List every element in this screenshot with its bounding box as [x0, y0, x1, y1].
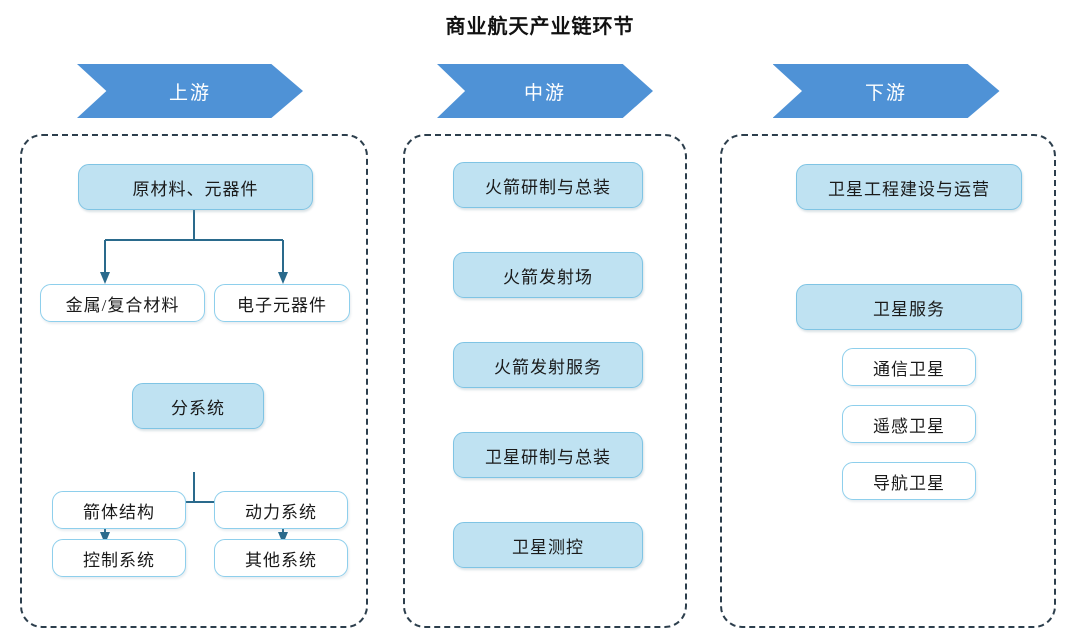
node-satellite-tt-and-c[interactable]: 卫星测控	[453, 522, 643, 568]
banner-downstream: 下游	[772, 64, 1000, 118]
node-electronic-component[interactable]: 电子元器件	[214, 284, 350, 322]
node-raw-materials[interactable]: 原材料、元器件	[78, 164, 313, 210]
node-power-system[interactable]: 动力系统	[214, 491, 348, 529]
panel-downstream: 卫星工程建设与运营 卫星服务 通信卫星 遥感卫星 导航卫星	[720, 134, 1056, 628]
node-other-system[interactable]: 其他系统	[214, 539, 348, 577]
node-rocket-structure[interactable]: 箭体结构	[52, 491, 186, 529]
column-midstream: 中游 火箭研制与总装 火箭发射场 火箭发射服务 卫星研制与总装 卫星测控	[395, 64, 695, 628]
node-control-system[interactable]: 控制系统	[52, 539, 186, 577]
node-rocket-launch-service[interactable]: 火箭发射服务	[453, 342, 643, 388]
node-rocket-launch-site[interactable]: 火箭发射场	[453, 252, 643, 298]
column-downstream: 下游 卫星工程建设与运营 卫星服务 通信卫星 遥感卫星 导航卫星	[712, 64, 1060, 628]
banner-upstream: 上游	[77, 64, 303, 118]
node-comm-satellite[interactable]: 通信卫星	[842, 348, 976, 386]
column-upstream: 上游 原材料、元器件 金属/复合材料 电子元器件 分系统 箭体结构 动力系统 控…	[10, 64, 370, 628]
page-title: 商业航天产业链环节	[445, 16, 635, 38]
node-navigation-satellite[interactable]: 导航卫星	[842, 462, 976, 500]
node-satellite-service[interactable]: 卫星服务	[796, 284, 1022, 330]
node-subsystem[interactable]: 分系统	[132, 383, 264, 429]
node-rocket-dev-assembly[interactable]: 火箭研制与总装	[453, 162, 643, 208]
node-satellite-engineering[interactable]: 卫星工程建设与运营	[796, 164, 1022, 210]
node-metal-composite[interactable]: 金属/复合材料	[40, 284, 205, 322]
banner-midstream: 中游	[437, 64, 653, 118]
node-remote-sensing-satellite[interactable]: 遥感卫星	[842, 405, 976, 443]
panel-upstream: 原材料、元器件 金属/复合材料 电子元器件 分系统 箭体结构 动力系统 控制系统…	[20, 134, 368, 628]
node-satellite-dev-assembly[interactable]: 卫星研制与总装	[453, 432, 643, 478]
panel-midstream: 火箭研制与总装 火箭发射场 火箭发射服务 卫星研制与总装 卫星测控	[403, 134, 687, 628]
